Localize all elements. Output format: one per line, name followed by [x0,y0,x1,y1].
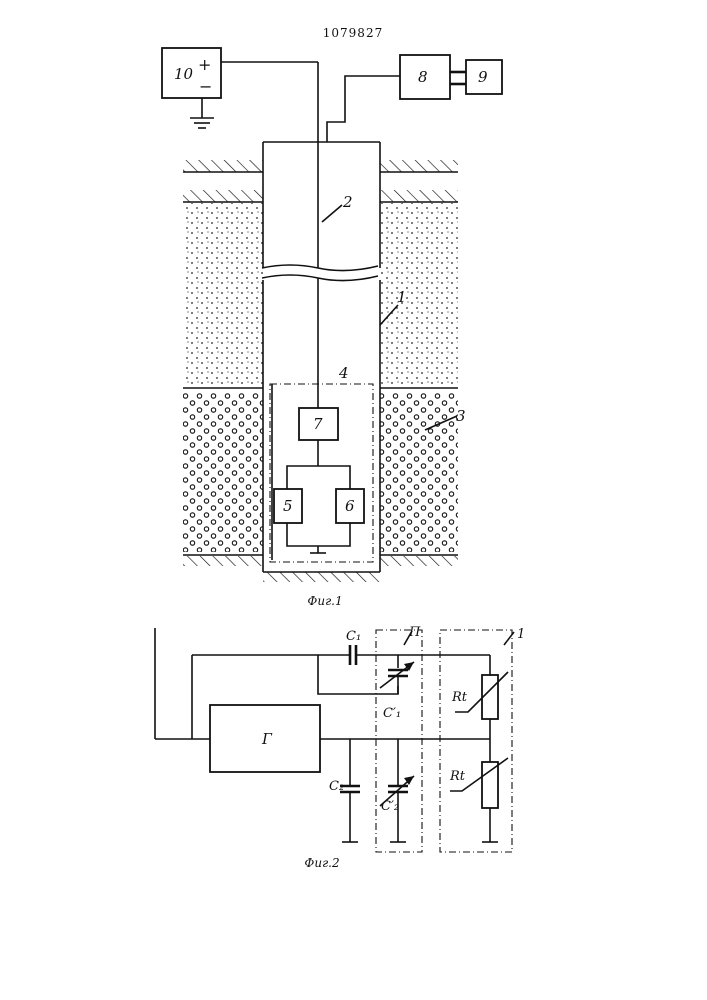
fig1: 10 + − 8 9 4 7 5 6 [162,48,502,608]
svg-text:Г: Г [261,730,273,748]
svg-text:C₁: C₁ [346,629,361,644]
svg-text:10: 10 [174,65,194,83]
bottom-ground-under-well [263,572,380,582]
fig2: Г C₁ C′₁ C₂ C [155,625,525,870]
upper-layer-right [380,190,458,202]
surface-ground-left [183,160,263,172]
sandy-layer-right [380,203,458,386]
bottom-ground-left [183,556,263,566]
thermistor-bottom [482,762,498,808]
svg-text:7: 7 [313,415,323,433]
fig2-caption: Фиг.2 [304,856,339,870]
upper-layer-left [183,190,263,202]
svg-text:1: 1 [517,627,525,642]
svg-text:4: 4 [338,364,349,382]
svg-text:9: 9 [478,68,488,86]
svg-text:6: 6 [345,497,355,515]
patent-number: 1079827 [323,26,383,40]
svg-text:П: П [408,625,421,640]
svg-text:2: 2 [342,193,353,211]
svg-text:8: 8 [418,68,428,86]
sandy-layer-left [183,203,263,386]
surface-ground-right [380,160,458,172]
svg-text:3: 3 [456,407,466,425]
svg-text:5: 5 [283,497,293,515]
svg-text:+: + [198,55,211,74]
gravel-formation-right [380,392,458,552]
svg-text:C′₂: C′₂ [381,799,399,814]
thermistor-top [482,675,498,719]
block-p-boundary [376,630,422,852]
fig1-caption: Фиг.1 [307,594,342,608]
svg-text:1: 1 [397,288,407,306]
ground-icon [190,98,214,128]
svg-text:C₂: C₂ [329,779,344,794]
svg-text:C′₁: C′₁ [383,706,401,721]
block-1-boundary [440,630,512,852]
svg-text:Rt: Rt [449,769,466,784]
svg-text:Rt: Rt [451,690,468,705]
svg-text:−: − [199,77,212,96]
bottom-ground-right [380,556,458,566]
gravel-formation-left [183,392,263,552]
